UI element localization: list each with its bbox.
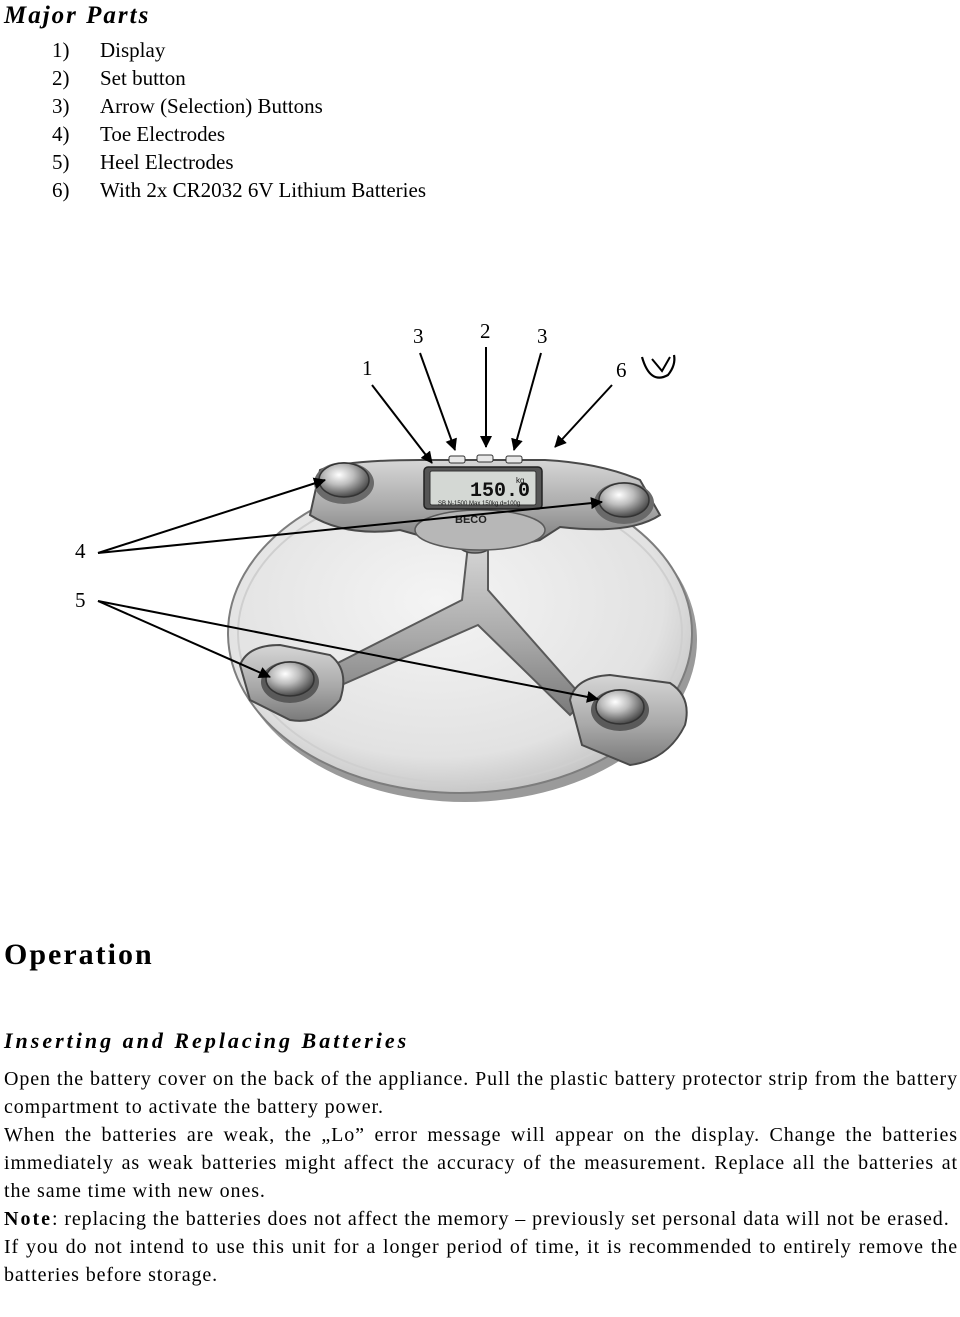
callout-label-3a: 3 xyxy=(413,324,424,348)
electrode-toe-right xyxy=(594,482,654,524)
callout-label-4: 4 xyxy=(75,539,86,563)
electrode-heel-right xyxy=(568,673,688,767)
scale-diagram: 150.0 kg SB N-1500 Max 150kg d=100g BECO xyxy=(0,305,960,805)
note-text: : replacing the batteries does not affec… xyxy=(51,1208,950,1230)
list-item-label: With 2x CR2032 6V Lithium Batteries xyxy=(100,178,427,202)
display-subtext: SB N-1500 Max 150kg d=100g xyxy=(438,501,520,507)
electrode-heel-left xyxy=(238,643,345,722)
note-paragraph: Note: replacing the batteries does not a… xyxy=(4,1205,958,1233)
list-item-label: Heel Electrodes xyxy=(100,150,234,174)
paragraph: Open the battery cover on the back of th… xyxy=(4,1068,958,1118)
paragraph: If you do not intend to use this unit fo… xyxy=(4,1236,958,1286)
operation-body: Open the battery cover on the back of th… xyxy=(4,1065,958,1289)
list-item-number: 4) xyxy=(52,122,70,146)
list-item-label: Display xyxy=(100,38,166,62)
list-item-number: 1) xyxy=(52,38,70,62)
control-console: 150.0 kg SB N-1500 Max 150kg d=100g BECO xyxy=(308,454,662,551)
callout-arrows xyxy=(97,347,613,703)
list-item-number: 6) xyxy=(52,178,70,202)
callout-label-6: 6 xyxy=(616,358,627,382)
callout-label-1: 1 xyxy=(362,356,373,380)
batteries-subtitle: Inserting and Replacing Batteries xyxy=(4,1028,410,1053)
display-unit: kg xyxy=(516,476,524,485)
callout-label-5: 5 xyxy=(75,588,86,612)
electrode-toe-left xyxy=(314,462,374,504)
display-reading: 150.0 xyxy=(470,480,530,503)
list-item-label: Toe Electrodes xyxy=(100,122,226,146)
list-item-number: 5) xyxy=(52,150,70,174)
list-item-label: Set button xyxy=(100,66,186,90)
battery-icon xyxy=(640,354,676,379)
list-item-number: 2) xyxy=(52,66,70,90)
callout-label-2: 2 xyxy=(480,319,491,343)
note-label: Note xyxy=(4,1208,52,1230)
list-item-number: 3) xyxy=(52,94,70,118)
callout-label-3b: 3 xyxy=(537,324,548,348)
scale-illustration: 150.0 kg SB N-1500 Max 150kg d=100g BECO xyxy=(75,319,697,802)
list-item-label: Arrow (Selection) Buttons xyxy=(100,94,323,118)
major-parts-title: Major Parts xyxy=(4,2,151,29)
paragraph: When the batteries are weak, the „Lo” er… xyxy=(4,1124,958,1202)
operation-title: Operation xyxy=(4,938,154,971)
